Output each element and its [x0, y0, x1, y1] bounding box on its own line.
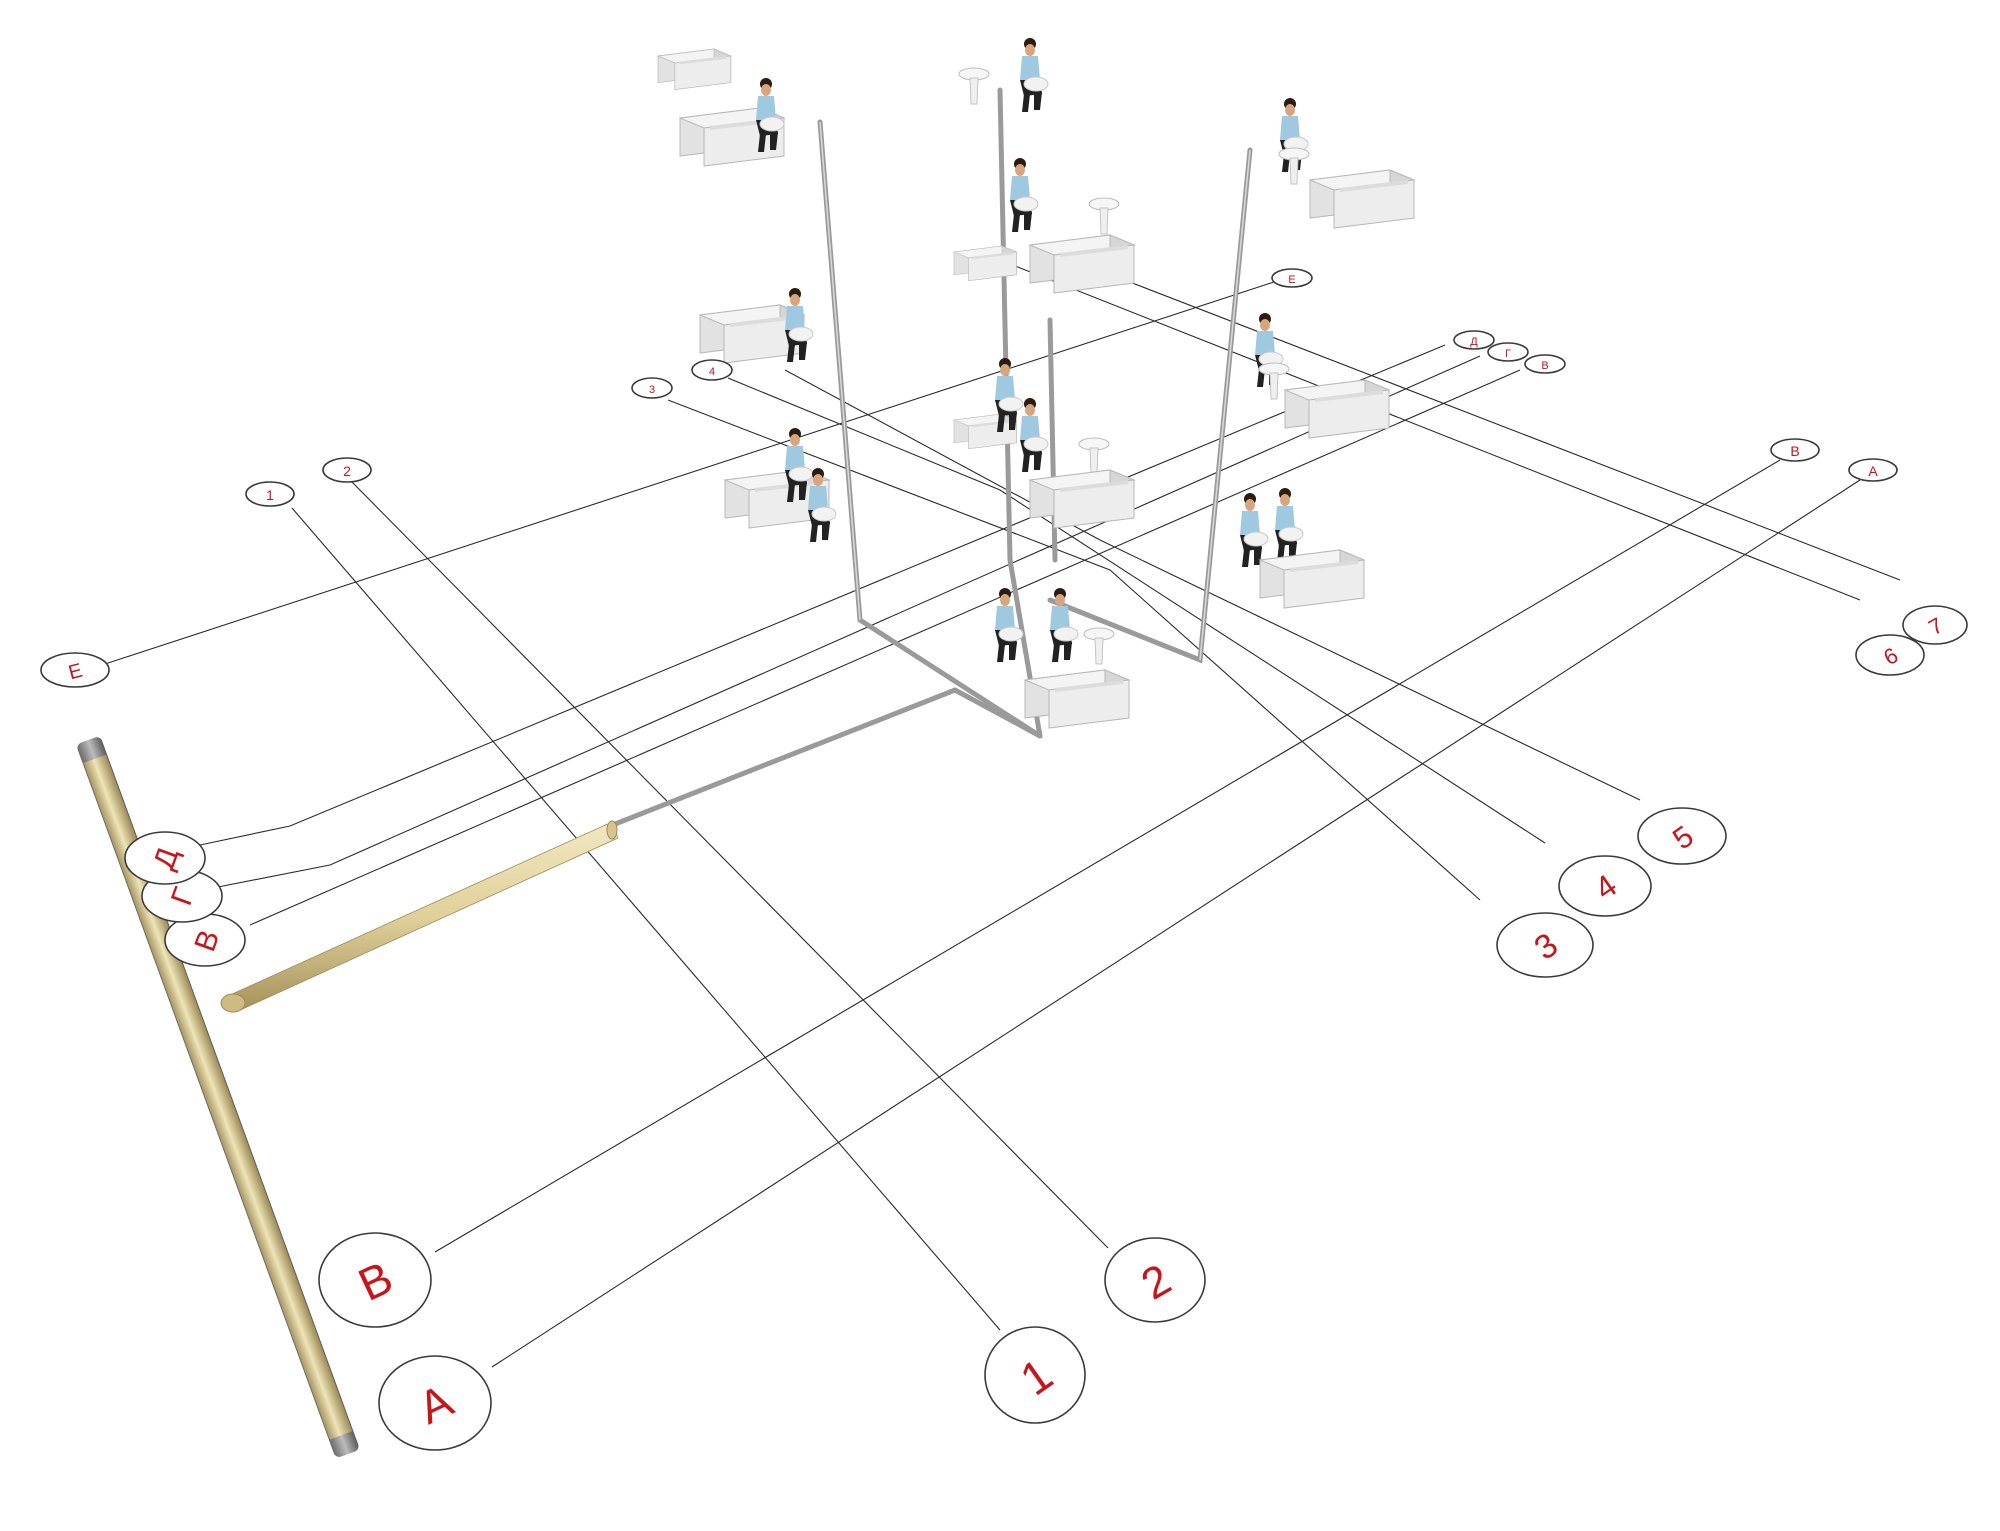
- axis-line-D: [199, 344, 1446, 846]
- axis-line-6: [999, 259, 1861, 601]
- bathtub-icon: [1309, 169, 1415, 229]
- main-collector-pipe: [77, 737, 619, 1457]
- svg-text:2: 2: [343, 463, 351, 479]
- svg-text:1: 1: [266, 487, 274, 503]
- axis-bubble-V-small: В: [164, 913, 246, 967]
- person-icon: [1009, 157, 1039, 233]
- axis-bubble-4-top: 4: [691, 359, 733, 381]
- svg-text:В: В: [1790, 443, 1799, 459]
- sink-icon: [958, 67, 990, 105]
- person-icon: [1274, 487, 1304, 563]
- sink-icon: [1083, 627, 1115, 665]
- sink-icon: [1078, 437, 1110, 475]
- axis-bubble-E-left: Е: [40, 652, 110, 688]
- axis-line-4: [727, 377, 1546, 844]
- bathtub-icon: [1259, 549, 1365, 609]
- axis-line-2: [351, 481, 1109, 1249]
- axis-bubble-3-top: 3: [631, 377, 673, 399]
- axis-bubble-D-small: Д: [124, 831, 206, 885]
- branch-to-main: [597, 687, 958, 833]
- axis-bubble-1-big: 1: [984, 1326, 1086, 1424]
- svg-text:Д: Д: [1470, 336, 1478, 348]
- fixtures: [657, 37, 1415, 729]
- axis-line-V: [434, 459, 1781, 1253]
- person-icon: [784, 287, 814, 363]
- axis-line-1: [291, 507, 1001, 1331]
- svg-text:А: А: [1868, 463, 1878, 479]
- person-icon: [1019, 397, 1049, 473]
- grid-lines: [104, 254, 1901, 1368]
- axis-line-5: [784, 369, 1641, 801]
- axis-bubble-3-big: 3: [1496, 912, 1594, 978]
- riser-right: [1047, 147, 1253, 664]
- axis-line-V-upper: [249, 369, 1521, 926]
- svg-text:Е: Е: [66, 660, 85, 685]
- person-icon: [1019, 37, 1049, 113]
- person-icon: [1239, 492, 1269, 568]
- axis-bubble-6-big: 6: [1855, 634, 1925, 676]
- svg-text:Е: Е: [1288, 274, 1295, 286]
- axis-bubble-D-top: Д: [1453, 330, 1495, 350]
- svg-text:В: В: [1541, 360, 1548, 372]
- axis-bubble-4-big: 4: [1558, 855, 1652, 917]
- axis-line-G: [217, 355, 1481, 888]
- axis-bubble-E-top: Е: [1271, 268, 1313, 288]
- person-icon: [1254, 312, 1284, 388]
- axis-bubble-1-top: 1: [245, 481, 295, 507]
- risers: [597, 87, 1253, 833]
- axis-bubble-V-main: В: [318, 1232, 432, 1328]
- axis-bubble-2-big: 2: [1104, 1237, 1206, 1323]
- axis-line-A: [491, 479, 1861, 1368]
- sink-icon: [1088, 197, 1120, 235]
- axis-bubble-V-top: В: [1524, 354, 1566, 374]
- bathtub-icon: [1024, 669, 1130, 729]
- axis-line-7: [1059, 254, 1901, 581]
- axis-bubble-A-main: А: [378, 1355, 492, 1451]
- bathtub-icon: [1284, 379, 1390, 439]
- axis-bubbles: А В В Г Д Е Е Д: [40, 268, 1968, 1451]
- svg-text:Г: Г: [1505, 348, 1511, 360]
- axis-bubble-A-right: А: [1848, 458, 1898, 482]
- axis-bubble-2-top: 2: [322, 457, 372, 483]
- person-icon: [994, 357, 1024, 433]
- riser-bottom-link: [952, 687, 1043, 739]
- svg-text:3: 3: [649, 384, 655, 396]
- axis-bubble-G-top: Г: [1487, 342, 1529, 362]
- bathtub-icon: [1029, 234, 1135, 294]
- axis-bubble-7-big: 7: [1902, 605, 1968, 645]
- axis-line-E: [104, 279, 1281, 665]
- axis-bubble-V-right: В: [1770, 438, 1820, 462]
- axis-line-3: [667, 399, 1481, 901]
- axis-bubble-5-big: 5: [1637, 807, 1727, 865]
- svg-text:4: 4: [709, 366, 715, 378]
